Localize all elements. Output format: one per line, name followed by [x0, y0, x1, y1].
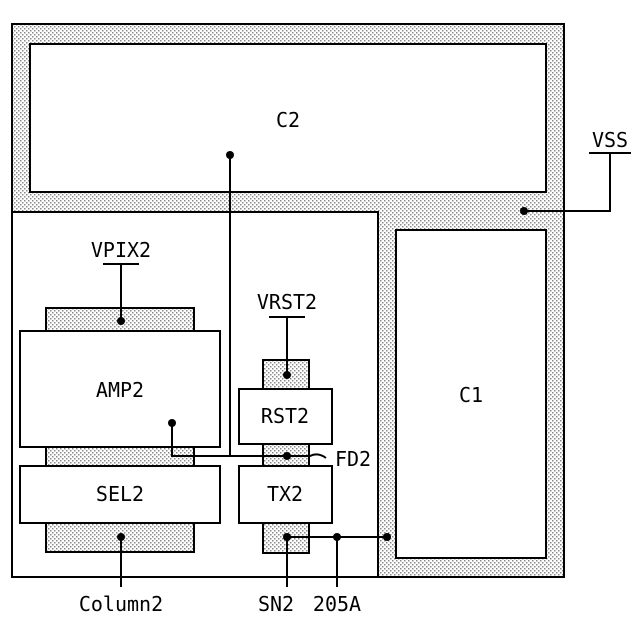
column2-label: Column2 — [79, 592, 163, 616]
c1-label: C1 — [459, 383, 483, 407]
rst2-label: RST2 — [261, 404, 309, 428]
fd2-label: FD2 — [335, 447, 371, 471]
vrst2-node — [283, 371, 291, 379]
tx2-label: TX2 — [267, 482, 303, 506]
c1-contact-node — [383, 533, 391, 541]
sn2-label: SN2 — [258, 592, 294, 616]
vpix2-node — [117, 317, 125, 325]
vss-node — [520, 207, 528, 215]
vrst2-label: VRST2 — [257, 290, 317, 314]
vpix2-label: VPIX2 — [91, 238, 151, 262]
sel2-label: SEL2 — [96, 482, 144, 506]
ref-205a-label: 205A — [313, 592, 361, 616]
c2-label: C2 — [276, 108, 300, 132]
amp2-label: AMP2 — [96, 378, 144, 402]
vss-label: VSS — [592, 128, 628, 152]
